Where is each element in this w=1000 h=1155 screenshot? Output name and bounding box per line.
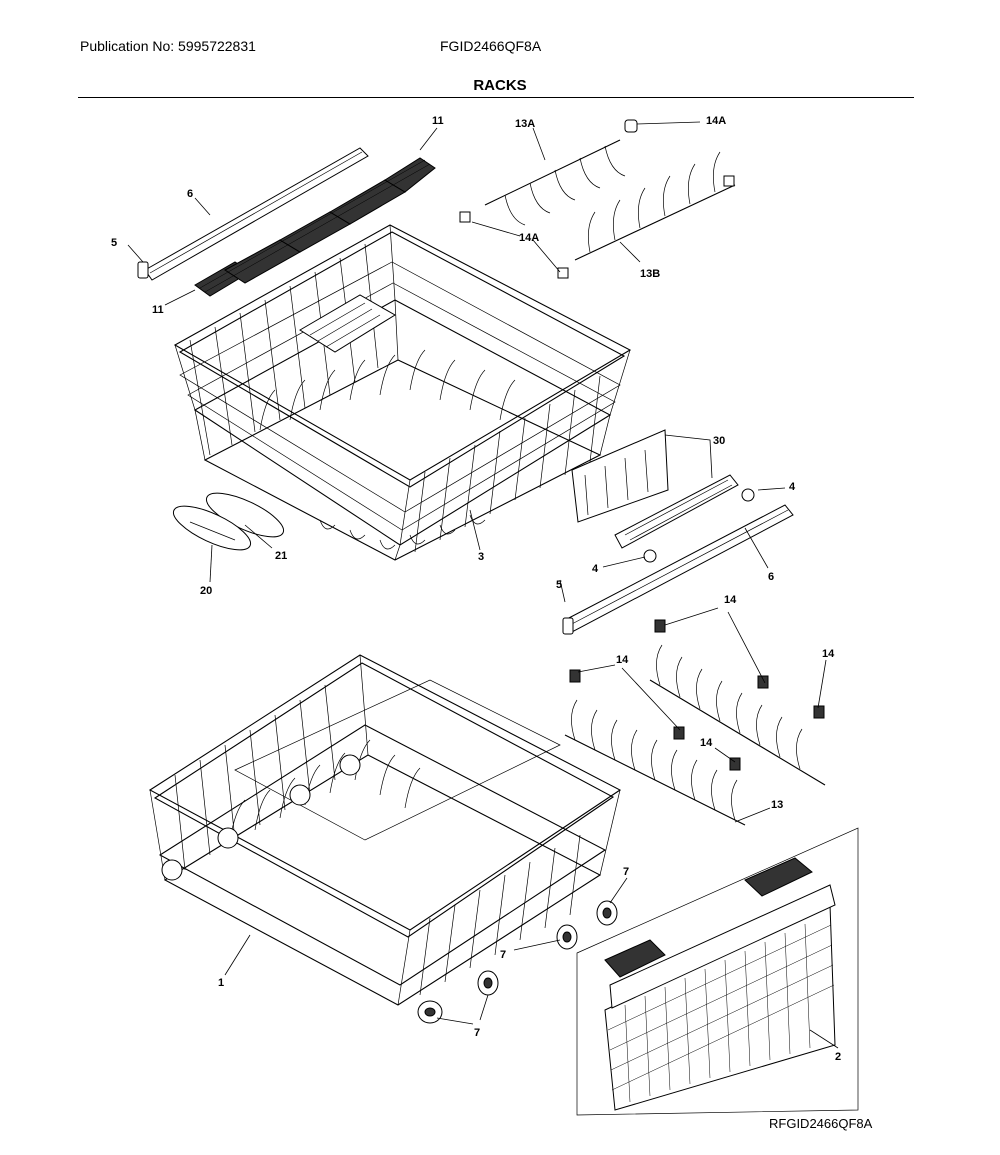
callout-14-d: 14 <box>700 737 713 749</box>
callout-11-top: 11 <box>432 115 444 127</box>
tine-holders-11 <box>194 157 436 297</box>
silverware-basket <box>576 827 859 1116</box>
callout-13b: 13B <box>640 268 660 280</box>
callout-14a-mid: 14A <box>519 232 539 244</box>
callout-13: 13 <box>771 799 783 811</box>
callout-labels: 11 6 5 11 13A 14A 14A 13B 30 4 4 6 5 3 2… <box>111 115 841 1063</box>
upper-rack <box>173 224 632 561</box>
callout-14-c: 14 <box>822 648 835 660</box>
clip-14-5 <box>813 705 825 719</box>
callout-14-a: 14 <box>724 594 737 606</box>
callout-14-b: 14 <box>616 654 629 666</box>
callout-1: 1 <box>218 977 224 989</box>
callout-21: 21 <box>275 550 287 562</box>
tine-rows-13 <box>564 619 826 826</box>
end-cap-5 <box>137 261 149 279</box>
header-divider <box>78 97 914 98</box>
clip-14a-right <box>723 175 735 187</box>
callout-6-top: 6 <box>187 188 193 200</box>
drawing-id: RFGID2466QF8A <box>769 1116 873 1131</box>
rack-handle <box>172 492 285 551</box>
clip-14-3 <box>673 726 685 740</box>
callout-20: 20 <box>200 585 212 597</box>
wheel-4-lower <box>643 549 657 563</box>
callout-6-right: 6 <box>768 571 774 583</box>
callout-13a: 13A <box>515 118 535 130</box>
lower-rack <box>148 654 622 1006</box>
page-title: RACKS <box>473 77 527 94</box>
leader-lines <box>127 121 839 1049</box>
callout-4-lower: 4 <box>592 563 599 575</box>
callout-4-upper: 4 <box>789 481 796 493</box>
clip-14-4 <box>757 675 769 689</box>
clip-14a-top <box>624 119 638 133</box>
clip-14a-left <box>459 211 471 223</box>
publication-number: Publication No: 5995722831 <box>80 38 256 54</box>
callout-5-right: 5 <box>556 579 562 591</box>
callout-11-left: 11 <box>152 304 164 316</box>
clip-14-1 <box>569 669 581 683</box>
rack-side-parts <box>562 429 794 635</box>
callout-30: 30 <box>713 435 725 447</box>
rail-top-left <box>137 147 369 281</box>
model-number: FGID2466QF8A <box>440 38 542 54</box>
end-cap-5-right <box>562 617 574 635</box>
callout-7-a: 7 <box>623 866 629 878</box>
clip-14a-bottom <box>557 267 569 279</box>
wheels-7 <box>417 900 618 1024</box>
callout-7-c: 7 <box>474 1027 480 1039</box>
callout-14a-top: 14A <box>706 115 726 127</box>
wire-assemblies-13 <box>459 119 736 279</box>
callout-2: 2 <box>835 1051 841 1063</box>
clip-14-6 <box>729 757 741 771</box>
callout-3: 3 <box>478 551 484 563</box>
wheel-4-upper <box>741 488 755 502</box>
callout-5-top: 5 <box>111 237 117 249</box>
callout-7-b: 7 <box>500 949 506 961</box>
clip-14-2 <box>654 619 666 633</box>
